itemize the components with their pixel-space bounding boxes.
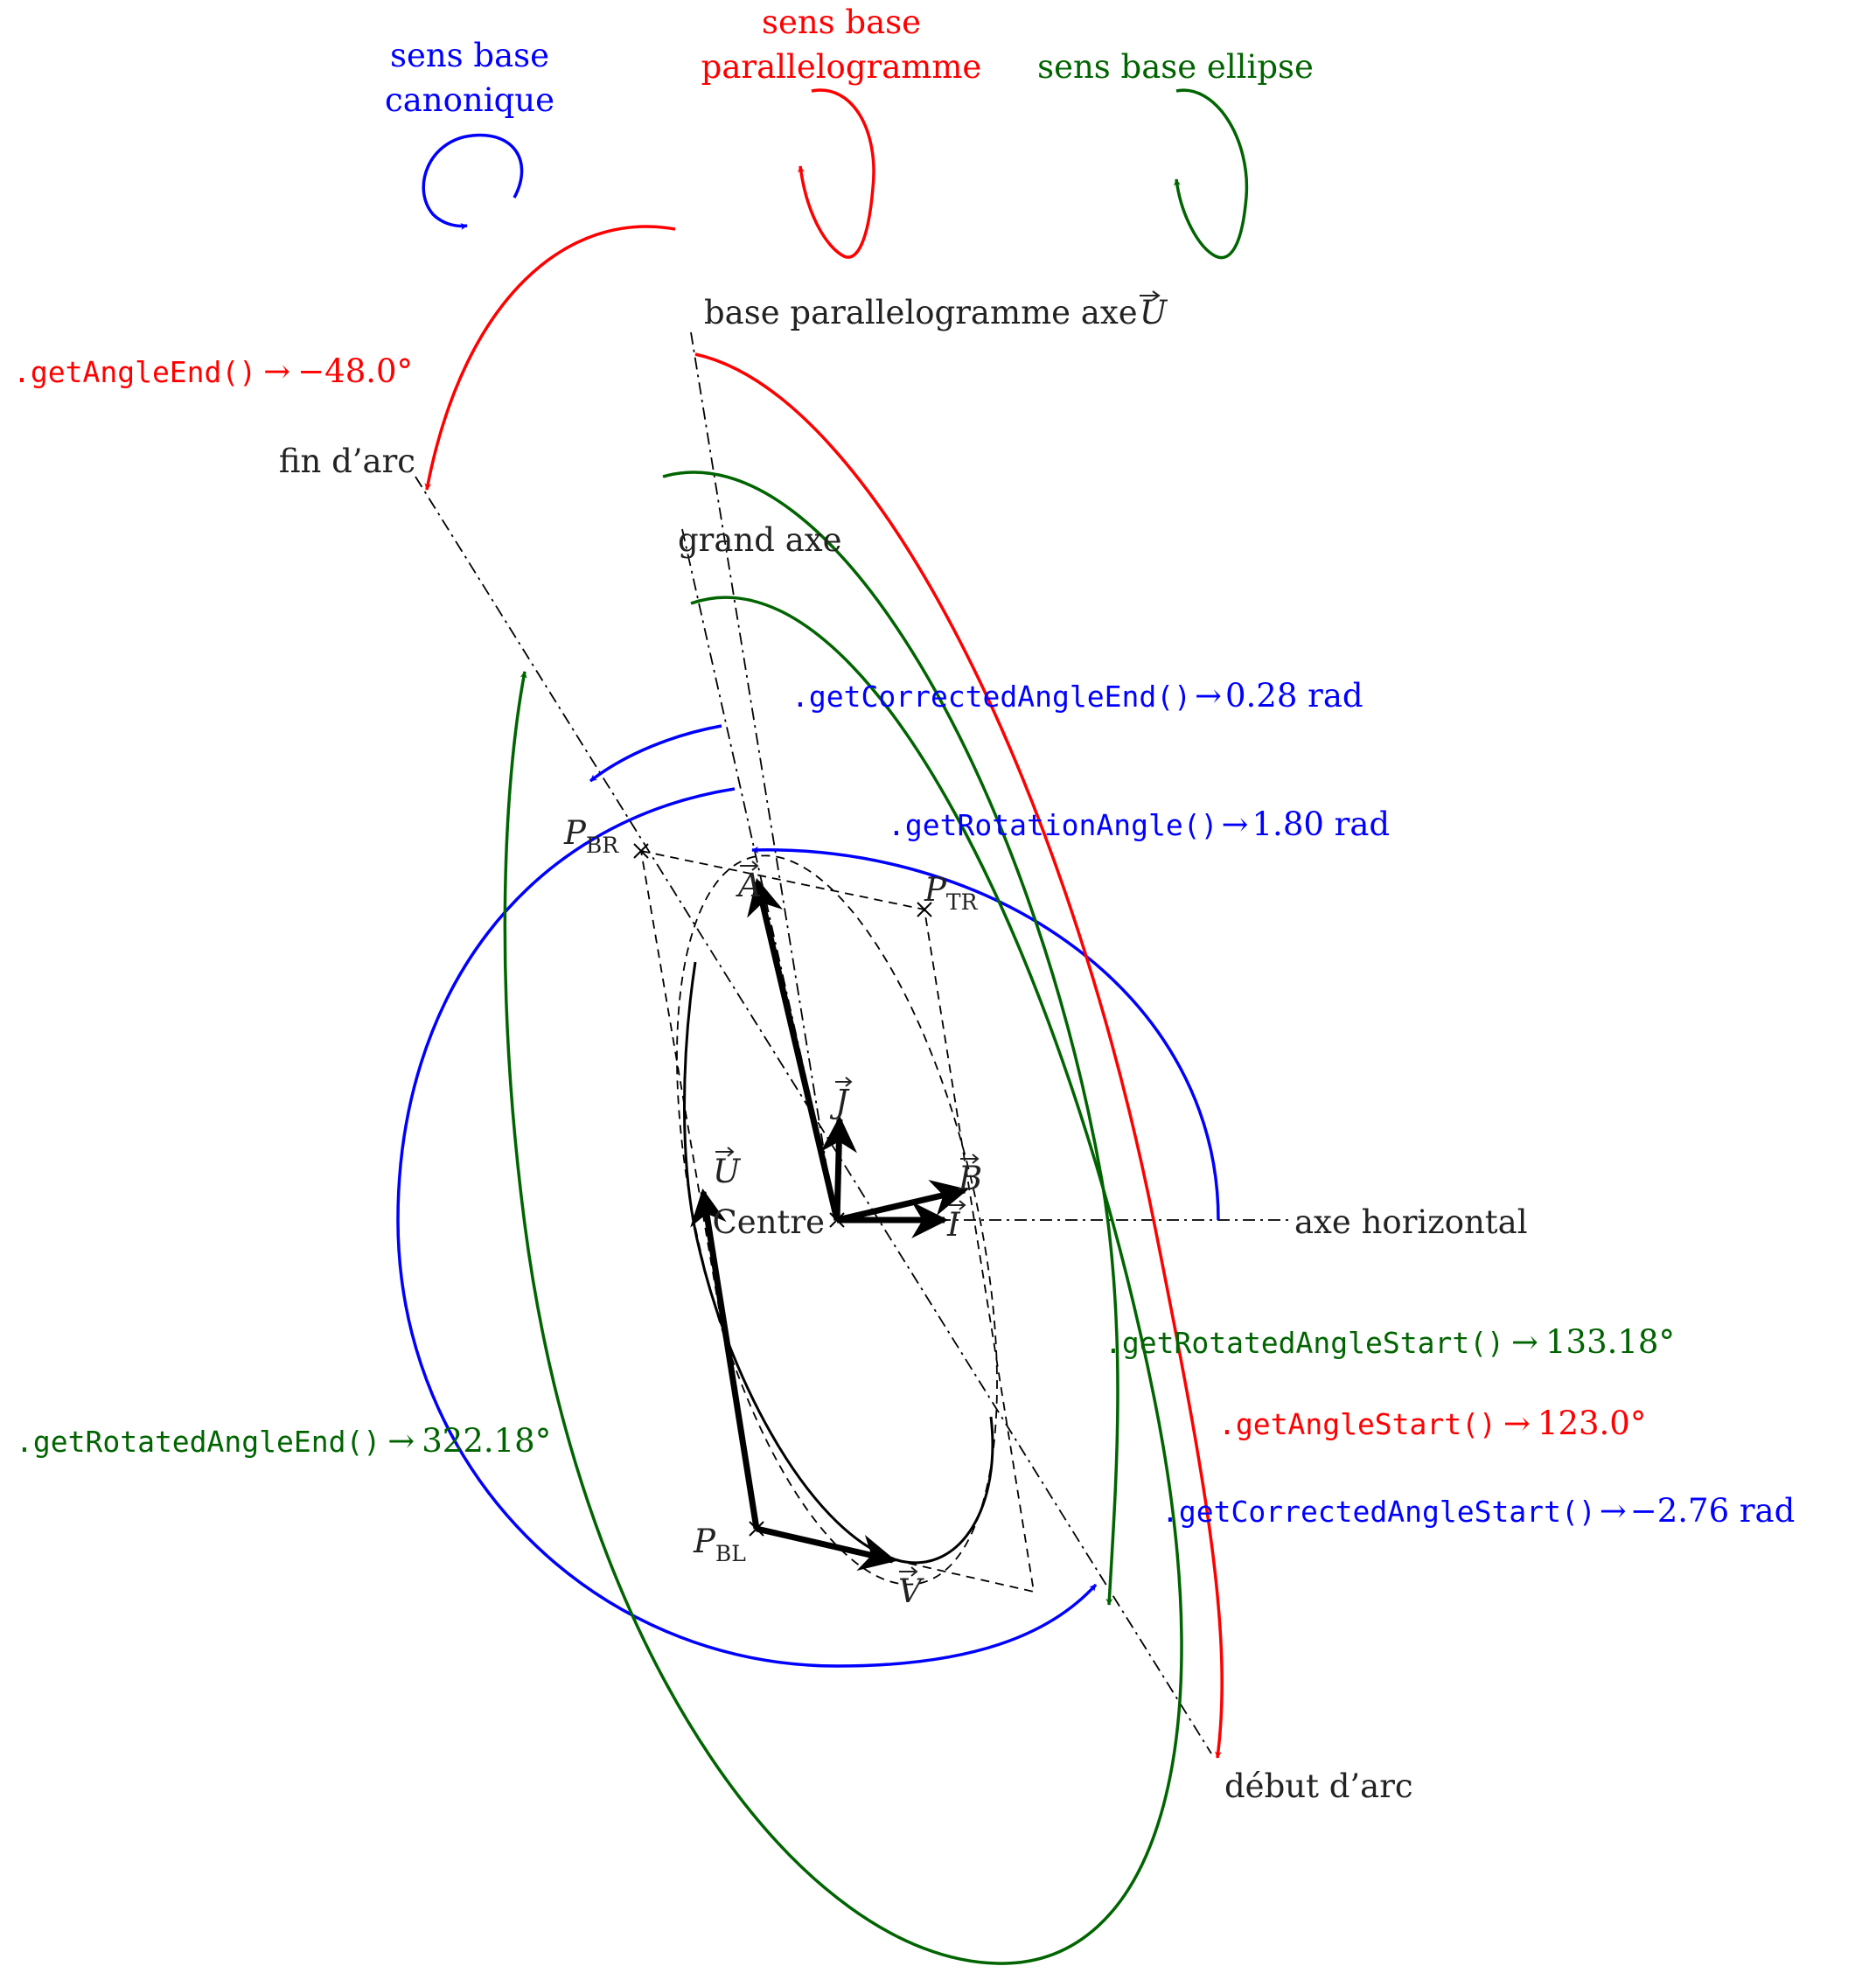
p-br-label: PBR	[563, 814, 619, 858]
vector-b	[836, 1180, 969, 1224]
base-axis-vec: U	[1140, 294, 1168, 331]
legend-parallelogram-line1: sens base	[762, 3, 921, 41]
corrected-angle-start-annotation: .getCorrectedAngleStart()→−2.76 rad	[1161, 1492, 1795, 1530]
legend-ellipse: sens base ellipse	[1037, 48, 1314, 86]
major-axis-label: grand axe	[678, 521, 842, 559]
point-markers	[633, 843, 932, 1537]
rotated-angle-start-annotation: .getRotatedAngleStart()→133.18°	[1105, 1323, 1675, 1361]
green-rotated-start-arc	[662, 471, 1119, 1606]
vector-v-label: V	[898, 1572, 924, 1610]
green-outer-ellipse-arc	[503, 596, 1183, 1965]
corrected-angle-end-annotation: .getCorrectedAngleEnd()→0.28 rad	[792, 677, 1363, 715]
vector-j	[820, 1115, 858, 1221]
angle-start-annotation: .getAngleStart()→123.0°	[1218, 1405, 1646, 1442]
rotation-angle-annotation: .getRotationAngle()→1.80 rad	[888, 805, 1390, 843]
vector-u-label: U	[713, 1153, 742, 1190]
vector-labels	[715, 861, 980, 1577]
vector-j-label: J	[829, 1083, 850, 1120]
vector-a-label: A	[736, 867, 762, 904]
p-bl-label: PBL	[693, 1523, 746, 1566]
vector-b-label: B	[958, 1160, 982, 1197]
marker-p-tr	[917, 902, 932, 917]
vector-u	[690, 1188, 760, 1530]
legend-parallelogram-loop	[797, 88, 875, 259]
red-angle-start-arc	[694, 352, 1224, 1759]
red-angle-end-arc	[424, 225, 676, 491]
end-of-arc-label: fin d’arc	[279, 443, 415, 480]
blue-rotation-arc	[751, 846, 1220, 1221]
legend-parallelogram-line2: parallelogramme	[701, 48, 982, 86]
vector-v	[756, 1525, 897, 1571]
horizontal-axis-label: axe horizontal	[1294, 1203, 1528, 1241]
blue-corrected-end-arc	[589, 724, 722, 783]
marker-p-bl	[749, 1521, 764, 1537]
blue-corrected-start-arc	[396, 787, 1098, 1668]
base-axis-vec-arrow	[1140, 290, 1161, 301]
angle-end-annotation: .getAngleEnd()→−48.0°	[13, 352, 413, 390]
vector-a	[747, 877, 840, 1221]
vector-i-label: I	[946, 1206, 961, 1244]
ellipse-full	[676, 854, 998, 1586]
legend-canonical-line2: canonique	[385, 81, 554, 119]
base-axis-line	[690, 331, 836, 1221]
p-tr-label: PTR	[924, 871, 979, 915]
rotated-angle-end-annotation: .getRotatedAngleEnd()→322.18°	[16, 1422, 551, 1460]
base-axis-text: base parallelogramme axe	[704, 294, 1138, 331]
arc-end-start-line	[415, 476, 1212, 1754]
centre-label: Centre	[713, 1203, 826, 1241]
legend-canonical-loop	[422, 133, 524, 230]
legend-canonical-line1: sens base	[390, 37, 549, 74]
marker-centre	[829, 1212, 845, 1228]
marker-p-br	[633, 843, 649, 859]
start-of-arc-label: début d’arc	[1224, 1767, 1413, 1805]
base-axis-label: base parallelogramme axe U	[704, 290, 1168, 331]
legend-ellipse-loop	[1173, 88, 1249, 260]
ellipse-arc	[683, 961, 994, 1565]
